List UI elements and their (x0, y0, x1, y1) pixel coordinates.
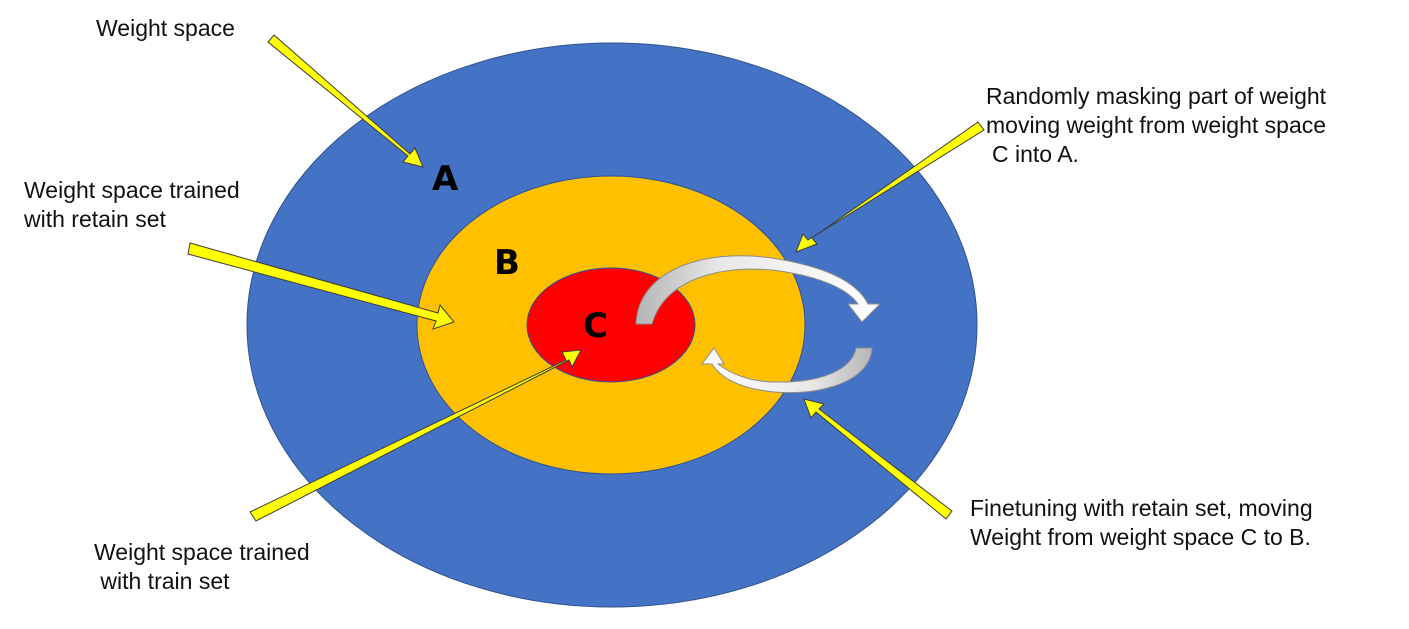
annotation-retain-set: Weight space trained with retain set (24, 176, 240, 234)
annotation-train-set: Weight space trained with train set (94, 538, 310, 596)
annotation-line: with retain set (24, 206, 166, 232)
region-b-letter: B (494, 243, 520, 283)
finetune-cycle-arrow (701, 347, 873, 394)
annotation-line: C into A. (992, 141, 1079, 167)
pointer-arrow-train (249, 349, 582, 522)
annotation-line: Weight from weight space C to B. (970, 524, 1311, 550)
annotation-finetune: Finetuning with retain set, moving Weigh… (970, 494, 1313, 552)
pointer-arrow-weight-space (267, 34, 424, 168)
annotation-masking: Randomly masking part of weight moving w… (986, 82, 1326, 169)
masking-cycle-arrow (635, 255, 882, 325)
region-c-letter: C (583, 306, 608, 346)
annotation-line: with train set (94, 568, 230, 594)
pointer-arrow-masking (795, 121, 985, 253)
annotation-line: moving weight from weight space (986, 112, 1327, 138)
pointer-arrow-retain (187, 242, 455, 330)
region-a-letter: A (432, 159, 459, 199)
annotation-line: Randomly masking part of weight (986, 83, 1327, 109)
annotation-line: Weight space trained (24, 177, 240, 203)
annotation-line: Finetuning with retain set, moving (970, 495, 1313, 521)
annotation-line: Weight space (96, 15, 235, 41)
pointer-arrow-finetune (803, 398, 953, 520)
annotation-weight-space: Weight space (96, 14, 235, 43)
annotation-line: Weight space trained (94, 539, 310, 565)
